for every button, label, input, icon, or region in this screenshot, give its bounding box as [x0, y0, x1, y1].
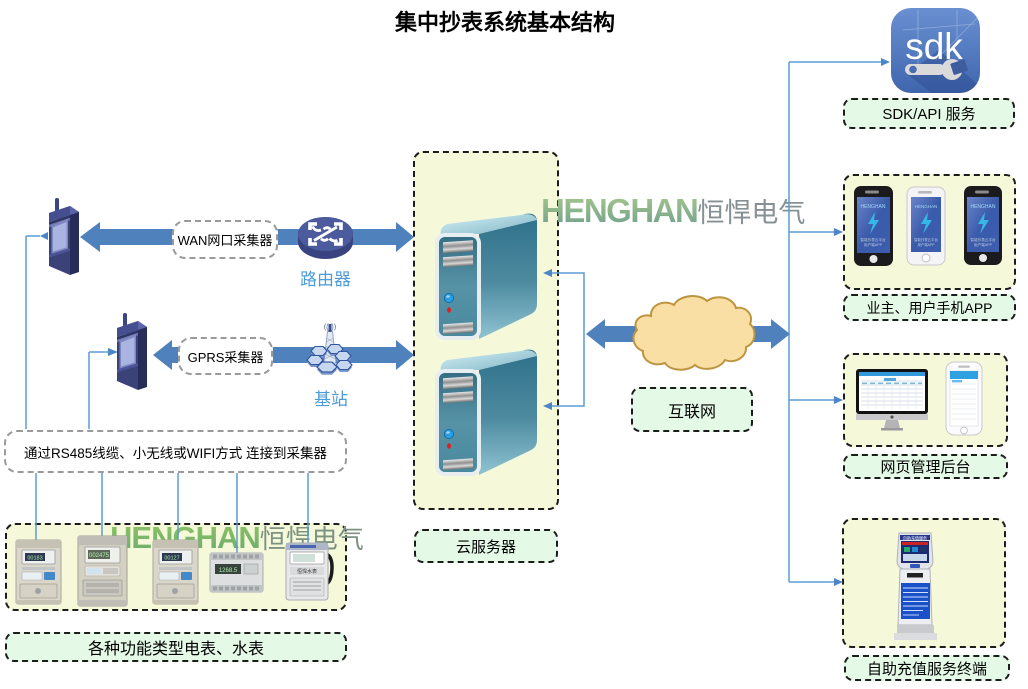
svg-text:HENGHAN: HENGHAN	[860, 204, 885, 210]
svg-text:002475: 002475	[89, 553, 110, 559]
svg-text:用户端APP: 用户端APP	[864, 242, 883, 247]
svg-text:00183: 00183	[27, 556, 42, 562]
svg-text:恒悍水表: 恒悍水表	[297, 568, 317, 575]
svg-text:HENGHAN: HENGHAN	[915, 204, 938, 209]
svg-text:智能抄表云平台: 智能抄表云平台	[860, 237, 886, 242]
svg-text:智能抄表云平台: 智能抄表云平台	[970, 237, 996, 242]
svg-text:自助充值服务: 自助充值服务	[903, 534, 927, 540]
svg-text:智能抄表云平台: 智能抄表云平台	[914, 237, 938, 242]
svg-text:00127: 00127	[164, 556, 179, 562]
svg-text:HENGHAN: HENGHAN	[970, 204, 995, 210]
svg-text:用户端APP: 用户端APP	[974, 242, 993, 247]
svg-text:1268.5: 1268.5	[219, 568, 238, 574]
svg-text:用户端APP: 用户端APP	[918, 242, 936, 247]
